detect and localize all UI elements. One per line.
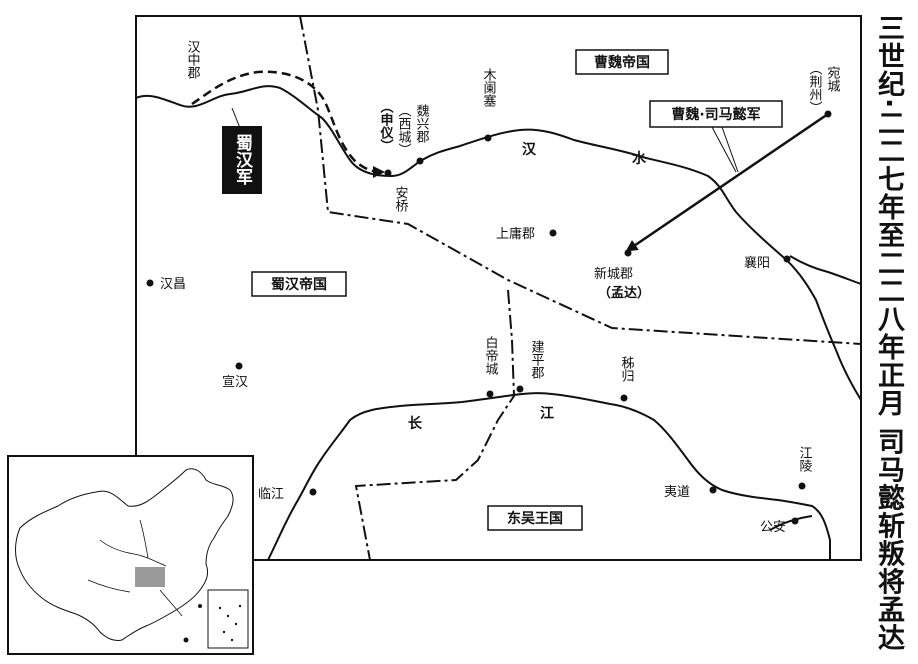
place-gongan: 公安 bbox=[760, 520, 786, 535]
yangtze-branch bbox=[769, 515, 813, 531]
shu-army-box bbox=[222, 126, 262, 194]
wei-state-box bbox=[575, 49, 669, 75]
inset-islands bbox=[183, 604, 242, 643]
city-dots bbox=[146, 110, 832, 525]
wei-army-leader-2 bbox=[721, 126, 739, 173]
place-wancheng: 宛城 bbox=[825, 66, 841, 93]
wei-army-leader-1 bbox=[711, 126, 737, 173]
place-shangyong: 上庸郡 bbox=[496, 226, 535, 242]
place-shenyi: （申仪） bbox=[378, 100, 395, 152]
shu-army-label: 蜀汉军 bbox=[232, 134, 253, 186]
place-jiangling: 江陵 bbox=[797, 446, 813, 472]
shu-state-box bbox=[251, 271, 347, 297]
place-mulansai: 木阑塞 bbox=[481, 68, 497, 107]
shu-army-leader bbox=[231, 107, 241, 129]
wei-army-route bbox=[625, 112, 829, 252]
place-linjiang: 临江 bbox=[258, 487, 284, 502]
wei-army-box bbox=[649, 100, 783, 128]
place-weixing: 魏兴郡 bbox=[414, 104, 430, 144]
wei-army-label: 曹魏·司马懿军 bbox=[671, 106, 760, 123]
place-yidao: 夷道 bbox=[664, 484, 690, 500]
place-zigui: 秭归 bbox=[619, 356, 635, 383]
map-frame bbox=[135, 15, 862, 561]
place-jingzhou: （荆州） bbox=[807, 62, 823, 114]
place-anqiao: 安桥 bbox=[393, 186, 409, 213]
state-borders bbox=[299, 15, 862, 561]
river-han-char-2: 水 bbox=[632, 150, 647, 167]
yangtze-river bbox=[267, 392, 831, 561]
shu-army-route bbox=[191, 70, 385, 178]
place-xiangyang: 襄阳 bbox=[744, 255, 770, 271]
inset-highlight bbox=[135, 567, 165, 587]
place-xuanhan: 宣汉 bbox=[222, 374, 248, 390]
river-han-char-1: 汉 bbox=[522, 142, 537, 158]
river-chang-char-1: 长 bbox=[408, 415, 423, 432]
place-hanchang: 汉昌 bbox=[160, 277, 186, 292]
shu-state-label: 蜀汉帝国 bbox=[271, 276, 327, 293]
han-river bbox=[135, 85, 862, 401]
wu-state-label: 东吴王国 bbox=[507, 510, 563, 527]
han-tributary bbox=[789, 255, 862, 285]
river-chang-char-2: 江 bbox=[540, 405, 554, 422]
place-weixing-alt: （西城） bbox=[396, 104, 412, 156]
inset-frame bbox=[7, 455, 254, 655]
inset-china-outline bbox=[15, 468, 234, 641]
place-jianping: 建平郡 bbox=[529, 340, 545, 380]
inset-province-lines bbox=[87, 519, 183, 617]
place-baidicheng: 白帝城 bbox=[483, 335, 499, 376]
place-mengda: （孟达） bbox=[598, 285, 650, 301]
place-hanzhong: 汉中郡 bbox=[185, 40, 201, 80]
place-xincheng: 新城郡 bbox=[594, 266, 633, 282]
map-title: 三世纪·二二七年至二二八年正月 司马懿斩叛将孟达 bbox=[873, 14, 904, 652]
wu-state-box bbox=[487, 505, 583, 531]
wei-state-label: 曹魏帝国 bbox=[594, 54, 650, 71]
inset-sea-box bbox=[207, 589, 249, 649]
